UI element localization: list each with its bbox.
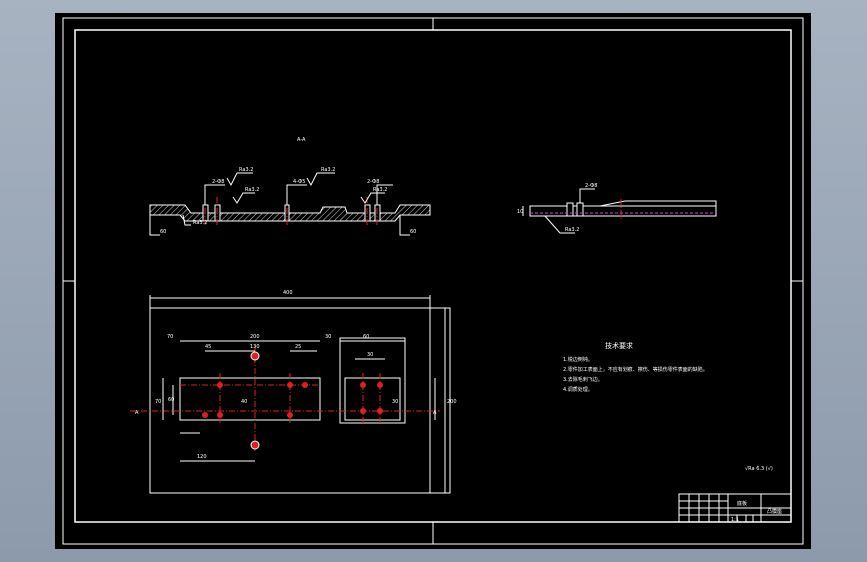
plan-dim-h4: 30 xyxy=(392,399,398,405)
dim-left: 60 xyxy=(160,229,166,235)
plan-dim-w1: 200 xyxy=(250,334,260,340)
rough-4: Ra3.2 xyxy=(373,187,387,193)
plan-dim-w2: 30 xyxy=(325,334,331,340)
tech-req-line-4: 4.调质处理。 xyxy=(563,386,593,393)
plan-dim-overall-w: 400 xyxy=(283,290,293,296)
plan-dim-w4: 70 xyxy=(167,334,173,340)
plan-dim-h3: 40 xyxy=(241,399,247,405)
roughness-mark: √Ra 6.3 (√) xyxy=(745,466,773,472)
section-label: A-A xyxy=(297,137,306,143)
plan-dim-w8: 30 xyxy=(367,352,373,358)
plan-dim-h2: 60 xyxy=(168,397,174,403)
dim-d2: 4-Ф5 xyxy=(293,179,305,185)
cut-label-right: A xyxy=(433,410,437,416)
side-dim-h: 10 xyxy=(517,209,523,215)
tech-req-line-3: 3.去除毛刺飞边。 xyxy=(563,376,603,383)
dim-d3: 2-Ф8 xyxy=(367,179,379,185)
cad-drawing: A-A 2-Ф8 4-Ф5 2-Ф8 Ra3.2 Ra3.2 Ra3.2 Ra3… xyxy=(62,17,804,545)
dim-right: 60 xyxy=(410,229,416,235)
side-view xyxy=(522,188,717,234)
rough-3: Ra3.2 xyxy=(245,187,259,193)
title-block-name: 底板 xyxy=(737,500,747,507)
inner-border xyxy=(74,29,792,523)
dim-d1: 2-Ф8 xyxy=(212,179,224,185)
rough-1: Ra3.2 xyxy=(239,167,253,173)
plan-dim-w6: 130 xyxy=(250,344,260,350)
plan-dim-h1: 70 xyxy=(155,399,161,405)
title-block xyxy=(678,493,792,523)
plan-dim-w3: 60 xyxy=(363,334,369,340)
side-dim-d1: 2-Ф8 xyxy=(585,183,597,189)
plan-dim-w5: 45 xyxy=(205,344,211,350)
section-view xyxy=(149,172,431,236)
title-block-part: 凸模座 xyxy=(767,508,782,515)
tech-req-title: 技术要求 xyxy=(605,341,633,350)
drawing-canvas: A-A 2-Ф8 4-Ф5 2-Ф8 Ra3.2 Ra3.2 Ra3.2 Ra3… xyxy=(55,13,811,549)
plan-view xyxy=(130,295,451,494)
side-rough: Ra3.2 xyxy=(565,227,579,233)
rough-2: Ra3.2 xyxy=(321,167,335,173)
title-block-scale: 1:1 xyxy=(731,517,739,523)
plan-dim-b1: 120 xyxy=(197,454,207,460)
outer-border xyxy=(62,17,804,545)
plan-dim-overall-h: 200 xyxy=(447,399,457,405)
cut-label-left: A xyxy=(135,410,139,416)
tech-req-line-1: 1.锐边倒钝。 xyxy=(563,356,593,363)
tech-req-line-2: 2.零件加工表面上，不应有划痕、擦伤、等损伤零件表面的缺陷。 xyxy=(563,366,708,373)
plan-dim-w7: 25 xyxy=(295,344,301,350)
rough-5: Ra3.2 xyxy=(193,220,207,226)
